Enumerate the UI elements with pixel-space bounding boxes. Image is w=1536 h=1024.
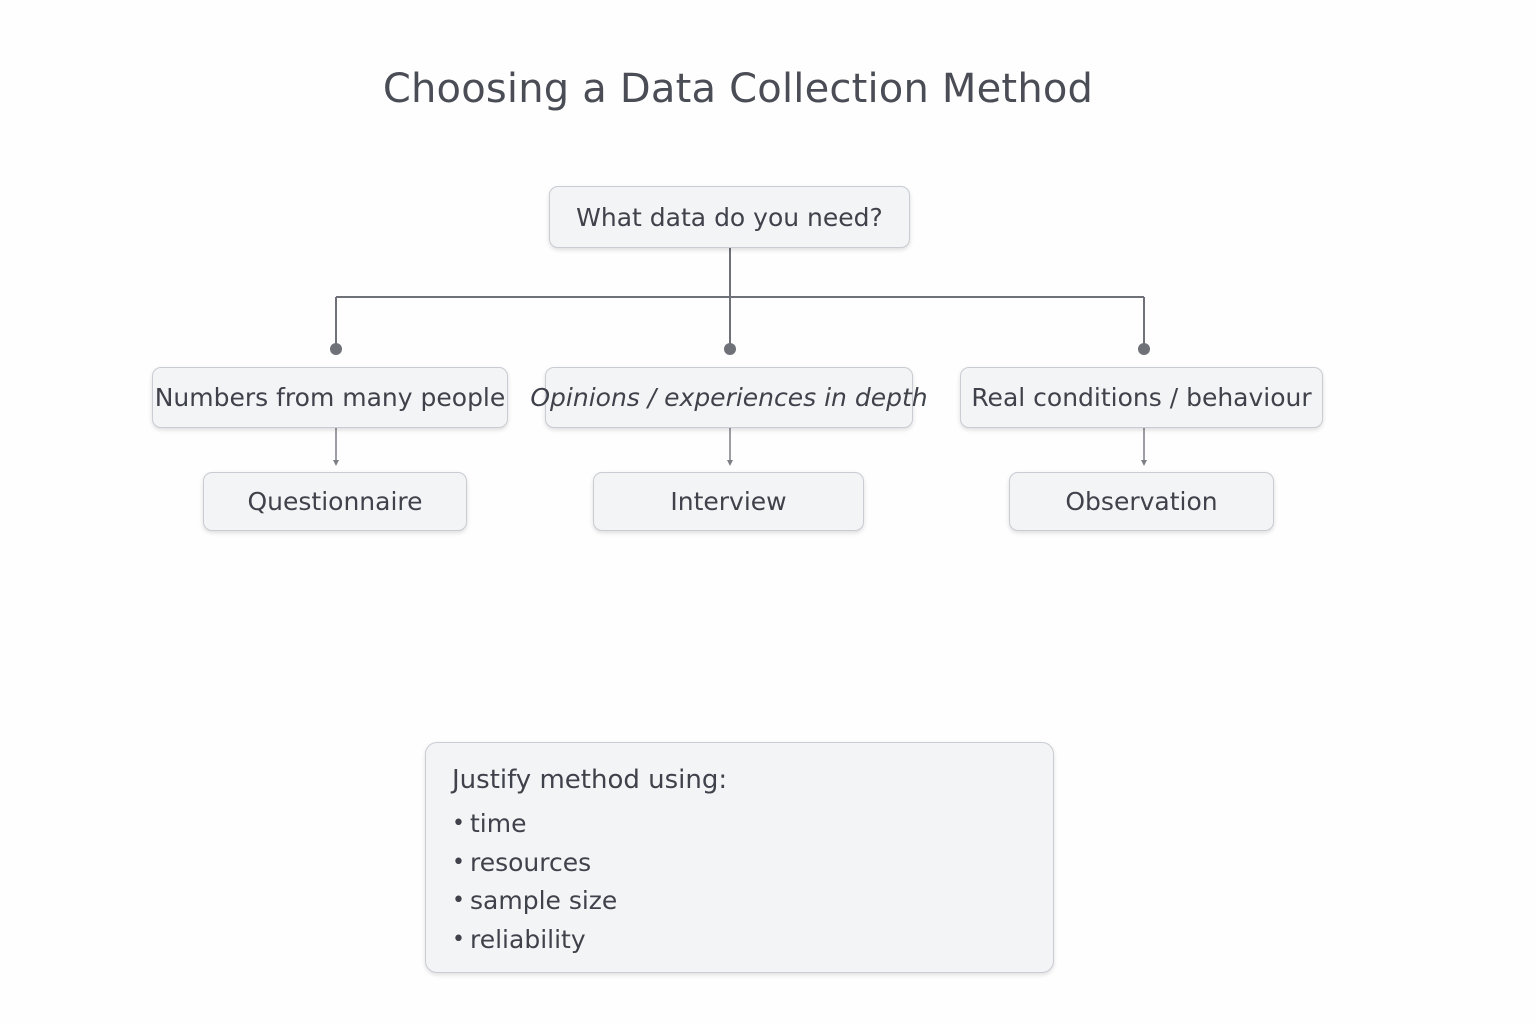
branch-dot-2 [724, 343, 736, 355]
method-node-interview: Interview [593, 472, 864, 531]
list-item: •time [452, 805, 1027, 844]
need-node-real-conditions: Real conditions / behaviour [960, 367, 1323, 428]
bullet-icon: • [452, 849, 465, 875]
need-node-numbers: Numbers from many people [152, 367, 508, 428]
criterion-label: reliability [470, 924, 586, 954]
list-item: •reliability [452, 921, 1027, 960]
root-question-node: What data do you need? [549, 186, 910, 248]
method-arrow-1 [333, 460, 339, 466]
method-arrow-2 [727, 460, 733, 466]
diagram-title: Choosing a Data Collection Method [382, 66, 1094, 112]
branch-dot-3 [1138, 343, 1150, 355]
criterion-label: resources [470, 847, 592, 877]
justify-method-box: Justify method using: •time •resources •… [425, 742, 1054, 973]
need-node-opinions: Opinions / experiences in depth [530, 367, 928, 428]
criterion-label: sample size [470, 886, 618, 915]
bullet-icon: • [452, 811, 465, 836]
justify-criteria-list: •time •resources •sample size •reliabili… [452, 805, 1027, 959]
list-item: •sample size [452, 882, 1027, 921]
bullet-icon: • [452, 888, 465, 913]
method-node-observation: Observation [1009, 472, 1274, 531]
method-arrow-3 [1141, 460, 1147, 466]
list-item: •resources [452, 844, 1027, 883]
justify-heading: Justify method using: [452, 765, 728, 795]
method-node-questionnaire: Questionnaire [203, 472, 467, 531]
branch-dot-1 [330, 343, 342, 355]
criterion-label: time [470, 809, 527, 838]
bullet-icon: • [452, 926, 465, 952]
